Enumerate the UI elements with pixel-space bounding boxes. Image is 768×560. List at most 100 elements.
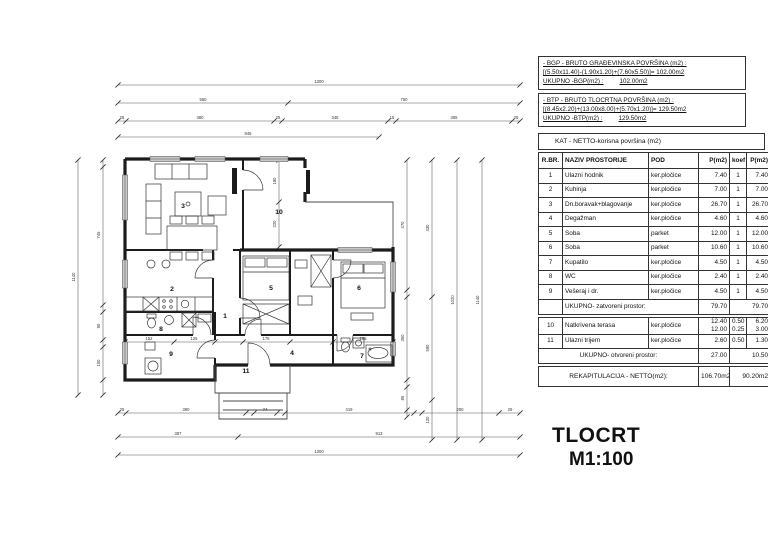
cell-pk: 7.00 (746, 182, 768, 198)
cell-koef: 0.50 (729, 333, 747, 349)
col-p: P(m2) (698, 152, 730, 169)
subtotal-closed-label: UKUPNO- zatvoreni prostor: (562, 298, 699, 315)
btp-summary-box: - BTP - BRUTO TLOCRTNA POVRŠINA (m2) : [… (538, 93, 746, 127)
floor-plan-drawing: 1300550750254802534515365258452539074419… (71, 79, 524, 459)
bgp-summary-box: - BGP - BRUTO GRAĐEVINSKA POVRŠINA (m2) … (538, 56, 746, 90)
dimension-label: 25 (514, 115, 519, 120)
cell-rbr: 5 (538, 226, 563, 242)
cell-rbr: 1 (538, 168, 563, 184)
tv-unit (232, 168, 237, 194)
dimension-label: 387 (175, 431, 183, 436)
btp-formula: [(8.45x2.20)+(13.00x8.00)+(5.70x1.20)]= … (543, 106, 687, 113)
room-number-label: 3 (181, 203, 185, 210)
subtotal-open-p: 27.00 (698, 348, 730, 364)
cell-koef: 1 (729, 255, 747, 271)
dimension-label: 25 (120, 115, 125, 120)
dimension-label: 180 (272, 177, 277, 185)
cell-rbr: 4 (538, 211, 563, 227)
subtotal-open-label: UKUPNO- otvoreni prostor: (538, 348, 699, 364)
cell-koef: 1 (729, 168, 747, 184)
cell-pk: 4.50 (746, 255, 768, 271)
cell-pod: parket (648, 240, 699, 256)
bgp-formula: [(5.50x11.40)-(1.90x1.20)+(7.60x5.50)]= … (543, 69, 685, 76)
furniture (125, 163, 393, 375)
dimension-label: 590 (425, 344, 430, 352)
netto-table-main: R.BR. NAZIV PROSTORIJE POD P(m2) koef P(… (538, 152, 768, 315)
dimension-label: 390 (183, 407, 191, 412)
cell-naziv: Soba (562, 226, 649, 242)
room-number-label: 5 (269, 285, 273, 292)
cell-pod: ker.pločice (648, 197, 699, 213)
cell-naziv: Ulazni hodnik (562, 168, 649, 184)
interior-walls (125, 159, 393, 365)
dimension-label: 360 (400, 334, 405, 342)
cell-pod: ker.pločice (648, 284, 699, 300)
bgp-total: UKUPNO -BGP(m2) :102.00m2 (543, 78, 648, 85)
dimension-label: 1300 (314, 79, 324, 84)
room-number-label: 11 (242, 368, 249, 375)
subtotal-open-row: UKUPNO- otvoreni prostor: 27.00 10.50 (538, 348, 768, 364)
dimension-label: 745 (96, 231, 101, 239)
dimension-label: 1020 (450, 295, 455, 305)
table-header-row: R.BR. NAZIV PROSTORIJE POD P(m2) koef P(… (538, 152, 768, 169)
subtotal-closed-p: 79.70 (698, 298, 730, 315)
room-number-label: 8 (159, 326, 163, 333)
col-pod: POD (648, 152, 699, 169)
cell-naziv: Natkrivena terasa (562, 316, 649, 335)
drawing-scale: M1:100 (569, 449, 634, 470)
dimension-label: 175 (263, 336, 271, 341)
dimension-label: 1140 (475, 295, 480, 305)
cell-pod: ker.pločice (648, 182, 699, 198)
cell-naziv: Kuhinja (562, 182, 649, 198)
wc-fixtures (146, 312, 212, 329)
area-tables-panel: - BGP - BRUTO GRAĐEVINSKA POVRŠINA (m2) … (537, 56, 768, 389)
dimension-label: 100 (96, 359, 101, 367)
cell-rbr: 6 (538, 240, 563, 256)
subtotal-closed-row: UKUPNO- zatvoreni prostor: 79.70 79.70 (538, 298, 768, 315)
cell-pod: ker.pločice (648, 316, 699, 335)
cell-p: 2.60 (698, 333, 730, 349)
room-number-label: 10 (275, 209, 283, 216)
cell-p: 12.40 12.00 (698, 316, 730, 335)
dimension-label: 345 (332, 115, 340, 120)
dimension-label: 125 (191, 336, 199, 341)
cell-naziv: Ulazni trijem (562, 333, 649, 349)
room-number-label: 4 (290, 350, 294, 357)
bathroom-fixtures (340, 337, 393, 363)
cell-rbr: 9 (538, 284, 563, 300)
cell-pk: 10.60 (746, 240, 768, 256)
cell-pk: 6.20 3.00 (746, 316, 768, 335)
cell-pod: ker.pločice (648, 168, 699, 184)
dimension-label: 152 (146, 336, 154, 341)
drawing-title: TLOCRT (552, 424, 641, 447)
rekap-pk: 90.20m2 (729, 366, 768, 387)
dimension-label: 25 (276, 115, 281, 120)
btp-total: UKUPNO -BTP(m2) :129.50m2 (543, 115, 647, 122)
cell-rbr: 7 (538, 255, 563, 271)
cell-p: 4.50 (698, 255, 730, 271)
dimension-label: 90 (96, 323, 101, 328)
cell-rbr: 8 (538, 269, 563, 285)
cell-koef: 1 (729, 226, 747, 242)
room-number-label: 9 (169, 351, 173, 358)
netto-table-caption: KAT - NETTO-korisna površina (m2) (538, 133, 765, 150)
cell-koef: 1 (729, 240, 747, 256)
dimension-label: 25 (120, 407, 125, 412)
cell-p: 7.00 (698, 182, 730, 198)
rekap-p: 106.70m2 (698, 366, 731, 387)
dining-table (166, 225, 218, 251)
cell-pk: 1.30 (746, 333, 768, 349)
cell-naziv: Dn.boravak+blagovanje (562, 197, 649, 213)
cell-pk: 12.00 (746, 226, 768, 242)
col-koef: koef (729, 152, 747, 169)
cell-p: 7.40 (698, 168, 730, 184)
laundry-fixtures (144, 341, 162, 375)
dimension-label: 250 (457, 407, 465, 412)
